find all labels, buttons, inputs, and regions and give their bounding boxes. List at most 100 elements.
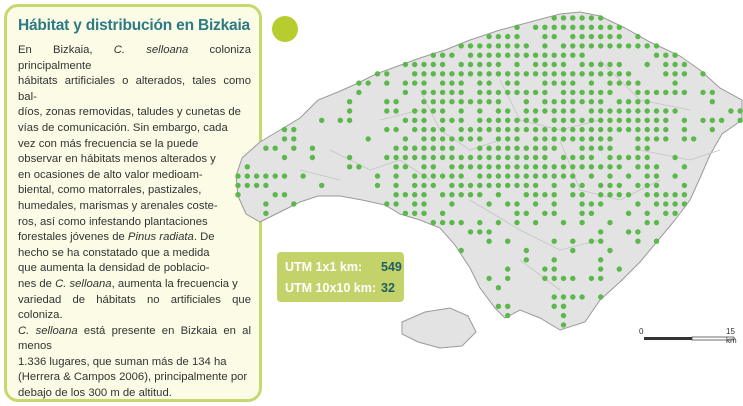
occurrence-dot xyxy=(439,99,446,105)
occurrence-dot xyxy=(579,210,585,216)
occurrence-dot xyxy=(486,173,492,179)
occurrence-dot xyxy=(672,201,678,207)
occurrence-dot xyxy=(514,71,520,77)
occurrence-dot xyxy=(402,154,409,161)
occurrence-dot xyxy=(607,80,613,86)
occurrence-dot xyxy=(598,33,604,40)
occurrence-dot xyxy=(495,99,502,105)
panel-title: Hábitat y distribución en Bizkaia xyxy=(18,17,250,34)
occurrence-dot xyxy=(421,61,427,68)
occurrence-dot xyxy=(560,164,567,170)
occurrence-dot xyxy=(588,43,595,49)
occurrence-dot xyxy=(542,43,548,49)
occurrence-dot xyxy=(439,61,446,68)
occurrence-dot xyxy=(421,173,427,179)
panel-text-line: C. selloana está presente en Bizkaia en … xyxy=(18,324,251,355)
occurrence-dot xyxy=(477,61,483,68)
occurrence-dot xyxy=(653,43,660,49)
occurrence-dot xyxy=(449,145,455,151)
occurrence-dot xyxy=(588,24,595,30)
occurrence-dot xyxy=(505,126,511,133)
occurrence-dot xyxy=(551,257,557,263)
occurrence-dot xyxy=(523,117,529,124)
occurrence-dot xyxy=(402,210,409,216)
occurrence-dot xyxy=(644,61,650,68)
occurrence-dot xyxy=(579,99,585,105)
occurrence-dot xyxy=(551,24,557,30)
occurrence-dot xyxy=(486,229,492,235)
occurrence-dot xyxy=(560,43,567,49)
occurrence-dot xyxy=(681,192,688,198)
occurrence-dot xyxy=(653,238,660,244)
occurrence-dot xyxy=(570,71,576,77)
occurrence-dot xyxy=(542,71,548,77)
occurrence-dot xyxy=(607,247,613,254)
occurrence-dot xyxy=(635,229,641,235)
occurrence-dot xyxy=(588,210,595,216)
occurrence-dot xyxy=(412,154,418,161)
occurrence-dot xyxy=(542,136,548,142)
occurrence-dot xyxy=(653,117,660,124)
occurrence-dot xyxy=(588,33,595,40)
occurrence-dot xyxy=(393,99,399,105)
occurrence-dot xyxy=(439,52,446,58)
occurrence-dot xyxy=(412,145,418,151)
occurrence-dot xyxy=(551,126,557,133)
occurrence-dot xyxy=(560,219,567,226)
occurrence-dot xyxy=(337,117,343,124)
occurrence-dot xyxy=(625,80,632,86)
occurrence-dot xyxy=(542,173,548,179)
occurrence-dot xyxy=(570,99,576,105)
occurrence-dot xyxy=(374,182,381,189)
occurrence-dot xyxy=(551,136,557,142)
occurrence-dot xyxy=(514,89,520,96)
occurrence-dot xyxy=(235,192,241,198)
occurrence-dot xyxy=(346,99,353,105)
occurrence-dot xyxy=(598,15,604,21)
occurrence-dot xyxy=(570,192,576,198)
occurrence-dot xyxy=(421,71,427,77)
occurrence-dot xyxy=(477,136,483,142)
occurrence-dot xyxy=(263,145,269,151)
occurrence-dot xyxy=(635,99,641,105)
occurrence-dot xyxy=(625,43,632,49)
occurrence-dot xyxy=(607,126,613,133)
occurrence-dot xyxy=(588,108,595,114)
occurrence-dot xyxy=(560,154,567,161)
occurrence-dot xyxy=(514,201,520,207)
occurrence-dot xyxy=(635,136,641,142)
occurrence-dot xyxy=(681,136,688,142)
occurrence-dot xyxy=(607,136,613,142)
occurrence-dot xyxy=(579,61,585,68)
occurrence-dot xyxy=(607,89,613,96)
panel-text-line: debajo de los 300 m de altitud. xyxy=(18,386,251,399)
occurrence-dot xyxy=(421,164,427,170)
occurrence-dot xyxy=(421,201,427,207)
text-segment: observar en hábitats menos alterados y xyxy=(18,153,216,166)
occurrence-dot xyxy=(542,89,548,96)
enclave-outline xyxy=(401,307,477,349)
occurrence-dot xyxy=(393,164,399,170)
occurrence-dot xyxy=(691,136,697,142)
occurrence-dot xyxy=(477,229,483,235)
occurrence-dot xyxy=(700,89,706,96)
occurrence-dot xyxy=(402,117,409,124)
occurrence-dot xyxy=(681,89,688,96)
occurrence-dot xyxy=(458,136,464,142)
occurrence-dot xyxy=(653,219,660,226)
occurrence-dot xyxy=(579,192,585,198)
occurrence-dot xyxy=(542,33,548,40)
occurrence-dot xyxy=(607,192,613,198)
occurrence-dot xyxy=(598,201,604,207)
occurrence-dot xyxy=(449,136,455,142)
occurrence-dot xyxy=(412,210,418,216)
occurrence-dot xyxy=(532,182,539,189)
occurrence-dot xyxy=(430,52,436,58)
occurrence-dot xyxy=(579,52,585,58)
occurrence-dot xyxy=(625,192,632,198)
occurrence-dot xyxy=(616,266,622,272)
occurrence-dot xyxy=(495,285,502,291)
occurrence-dot xyxy=(681,201,688,207)
panel-text-line: ros, así como infestando plantaciones xyxy=(18,215,251,231)
text-segment: , aumenta la frecuencia y xyxy=(111,277,238,290)
